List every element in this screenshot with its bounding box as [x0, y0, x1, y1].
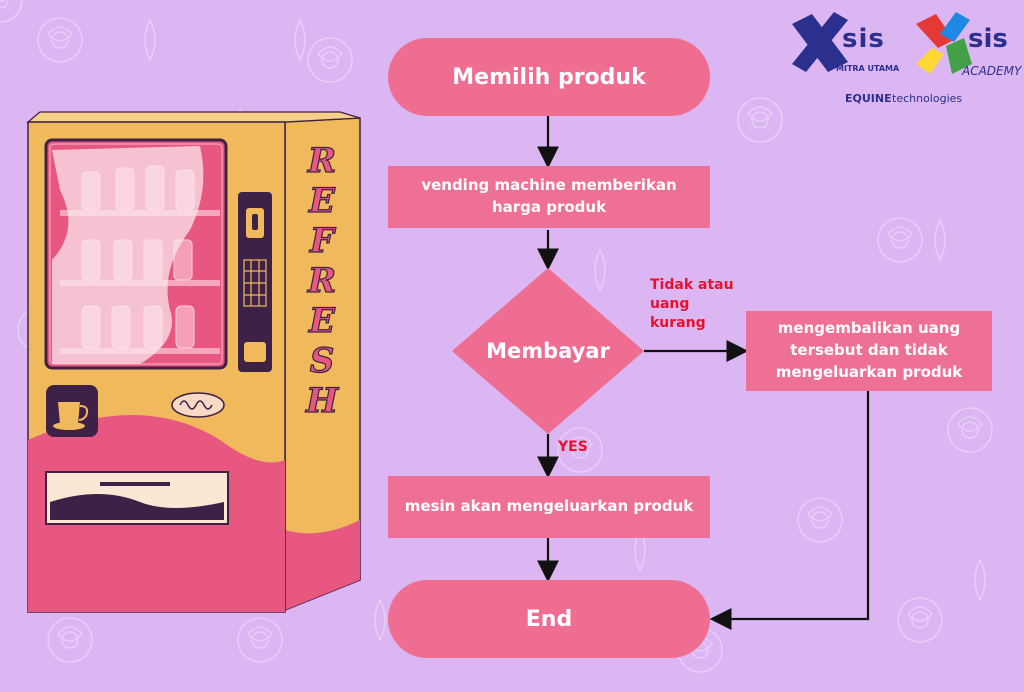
xsis-mitra-mark: [792, 12, 848, 72]
arrow-refund-to-end: [709, 390, 870, 630]
equine-brand: EQUINE: [845, 92, 892, 105]
xsis-academy-mark: [916, 12, 972, 74]
xsis-academy-sub: ACADEMY: [962, 64, 1022, 78]
side-letter: E: [308, 181, 336, 221]
side-letter: R: [307, 141, 336, 181]
equine-logo: EQUINE technologies: [845, 90, 965, 110]
coin-emblem: [171, 392, 225, 418]
keypad: [243, 259, 267, 307]
start-node: Memilih produk: [388, 38, 710, 116]
side-letter: S: [310, 341, 335, 381]
price-step: vending machine memberikan harga produk: [388, 166, 710, 228]
decision-diamond: [452, 268, 644, 434]
window-glare: [52, 146, 204, 364]
end-node: End: [388, 580, 710, 658]
side-letter: H: [305, 381, 340, 421]
xsis-mitra-logo: SIS MITRA UTAMA: [790, 10, 902, 80]
refund-step: mengembalikan uang tersebut dan tidak me…: [746, 311, 992, 391]
xsis-mitra-word: SIS: [842, 24, 885, 54]
xsis-mitra-sub: MITRA UTAMA: [836, 64, 900, 73]
side-letter: E: [308, 301, 336, 341]
side-letter: F: [309, 221, 337, 261]
equine-rest: technologies: [892, 92, 963, 105]
dispense-step: mesin akan mengeluarkan produk: [388, 476, 710, 538]
side-letter: R: [307, 261, 336, 301]
xsis-academy-logo: SIS ACADEMY: [912, 10, 1022, 80]
decision-label: Membayar: [486, 339, 610, 363]
no-branch-label: Tidak atau uang kurang: [650, 277, 734, 331]
yes-branch-label: YES: [558, 439, 588, 455]
control-panel: [238, 192, 272, 372]
xsis-academy-word: SIS: [968, 24, 1008, 54]
